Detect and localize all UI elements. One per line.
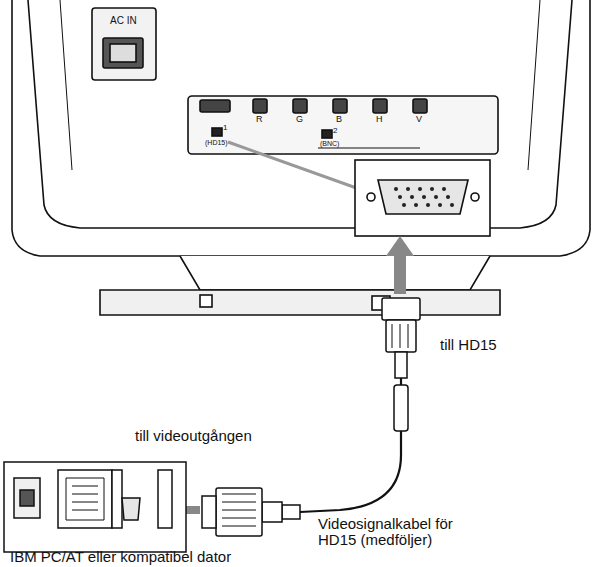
- signal-name: H: [376, 115, 383, 124]
- connector-type: (BNC): [320, 140, 339, 147]
- monitor-bezel: [12, 0, 590, 256]
- ac-in-panel: [92, 8, 156, 80]
- connection-arrow: [386, 236, 414, 294]
- power-socket: [14, 478, 40, 518]
- zoom-leader: [228, 142, 362, 190]
- ferrite-core: [282, 505, 300, 519]
- signal-name: V: [416, 115, 422, 124]
- connector-label: till videoutgången: [135, 428, 335, 444]
- input-icon: [322, 130, 332, 138]
- cable-label: Videosignalkabel för HD15 (medföljer): [318, 516, 493, 548]
- plug-body: [386, 320, 416, 352]
- node-heading: IBM PC/AT eller kompatibel dator: [10, 549, 231, 565]
- tilt-lock: [200, 295, 212, 307]
- input-number: 1: [223, 124, 227, 132]
- signal-name: G: [296, 115, 303, 124]
- cable: [202, 298, 420, 536]
- hd15-socket: [378, 180, 468, 214]
- signal-name: B: [336, 115, 342, 124]
- connector-type: (HD15): [205, 139, 228, 146]
- plug-head: [382, 298, 420, 320]
- expansion-panel: [58, 470, 112, 528]
- hd15-port: [200, 100, 230, 112]
- video-port: [122, 498, 140, 520]
- strain-relief: [395, 352, 407, 378]
- port-label: AC IN: [110, 16, 137, 27]
- bnc-bracket: [318, 148, 420, 149]
- plug-head: [202, 496, 216, 528]
- slot-cover: [158, 470, 172, 528]
- connector-label: till HD15: [440, 337, 560, 353]
- signal-name: R: [256, 115, 263, 124]
- plug-body: [216, 488, 262, 536]
- stand-base: [100, 290, 500, 315]
- computer-case: [4, 462, 186, 552]
- monitor-back: [12, 0, 590, 315]
- bnc-ports: [253, 99, 427, 113]
- ac-socket: [103, 38, 143, 68]
- input-number: 2: [333, 127, 337, 135]
- housing-edge: [60, 0, 540, 170]
- computer-node: IBM PC/AT eller kompatibel dator: [4, 462, 190, 566]
- input-icon: [212, 128, 222, 136]
- ac-socket-inner: [110, 44, 136, 62]
- strain-relief: [262, 502, 282, 522]
- computer: [4, 462, 186, 552]
- monitor-stand: [180, 256, 490, 290]
- cable-wire: [300, 378, 401, 512]
- ferrite-core: [394, 385, 408, 431]
- zoom-inset: [355, 160, 490, 236]
